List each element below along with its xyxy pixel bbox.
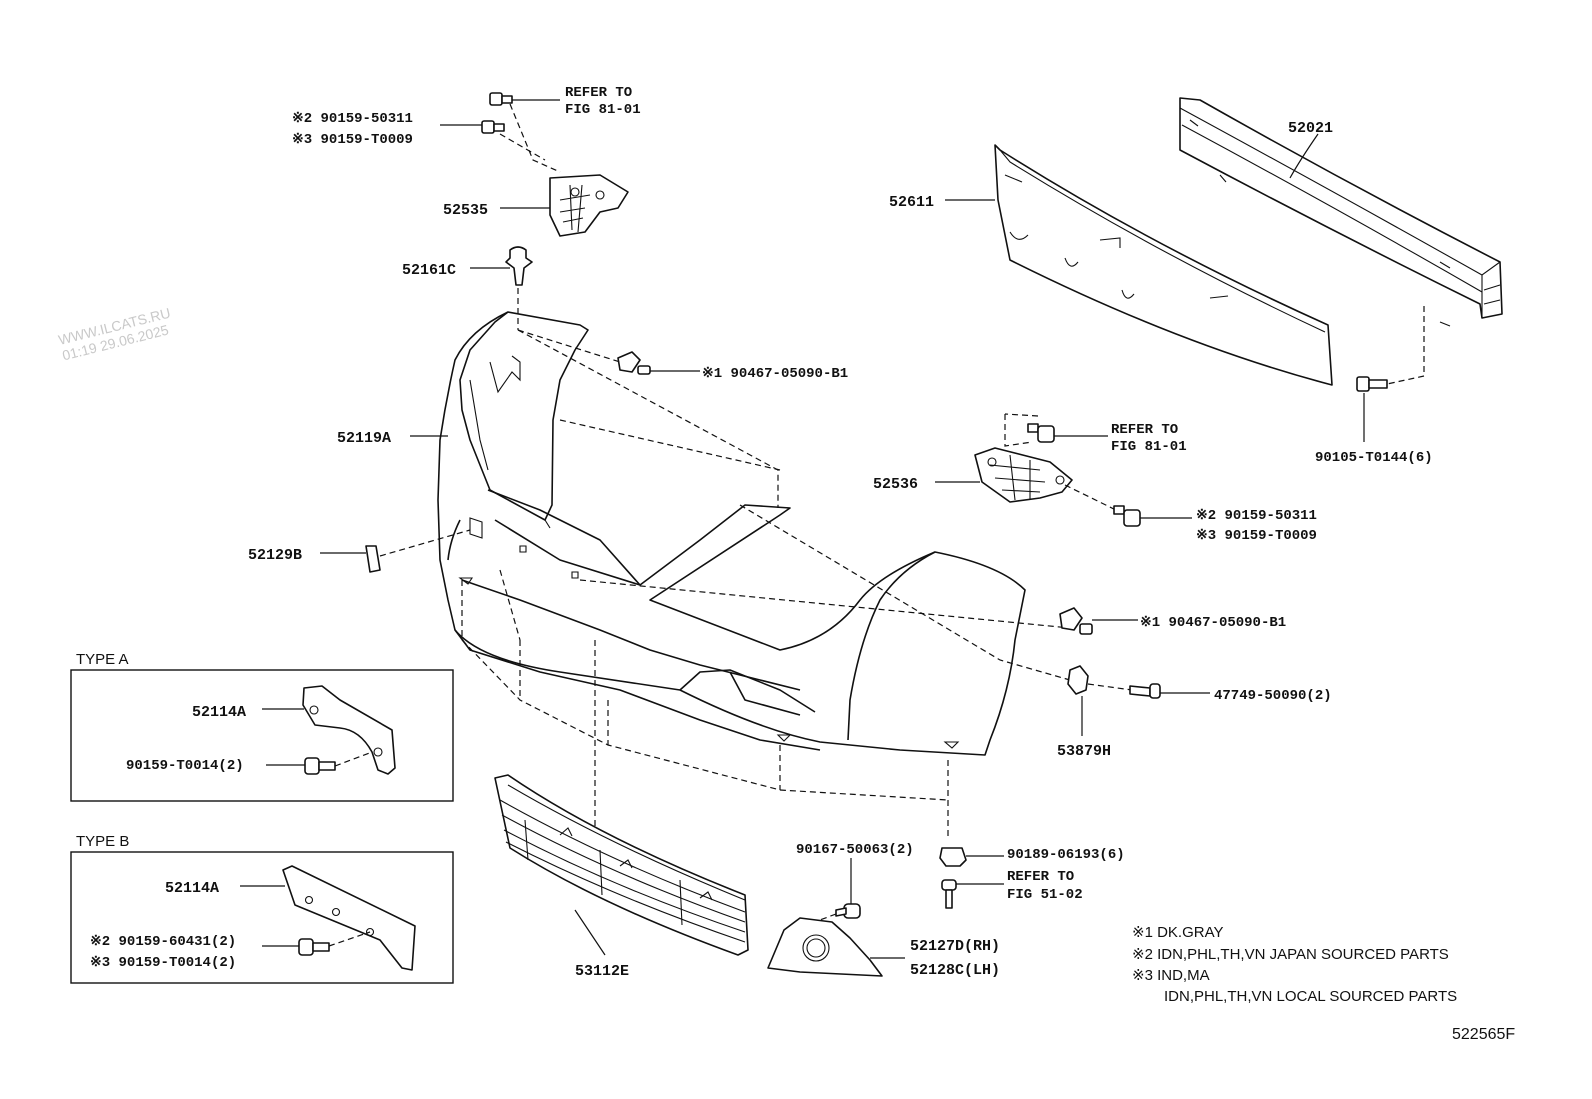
refer-mid-line2: FIG 81-01 bbox=[1111, 439, 1187, 455]
cap-52129b[interactable] bbox=[365, 545, 381, 573]
retainer-53879h[interactable] bbox=[1067, 665, 1089, 695]
grille-53112e[interactable] bbox=[494, 774, 749, 956]
type-a-box: TYPE A 52114A 90159-T0014(2) bbox=[70, 651, 454, 802]
bracket-52535[interactable] bbox=[549, 174, 629, 237]
bolt-top-label-2: ※2 90159-50311 bbox=[292, 111, 413, 127]
figure-id: 522565F bbox=[1452, 1026, 1515, 1043]
bracket-52536[interactable] bbox=[974, 447, 1073, 503]
bolt-90105-icon[interactable] bbox=[1356, 376, 1388, 392]
type-b-bolt-label-2: ※2 90159-60431(2) bbox=[90, 934, 236, 950]
label-52129b: 52129B bbox=[248, 547, 302, 564]
label-52119a: 52119A bbox=[337, 430, 391, 447]
type-a-part-label: 52114A bbox=[192, 704, 246, 721]
label-53879h: 53879H bbox=[1057, 743, 1111, 760]
bolt-type-a-icon[interactable] bbox=[304, 757, 336, 775]
type-a-title: TYPE A bbox=[76, 651, 129, 668]
clip-90189-label: 90189-06193(6) bbox=[1007, 847, 1125, 863]
bolt-90105-label: 90105-T0144(6) bbox=[1315, 450, 1433, 466]
label-52127d: 52127D(RH) bbox=[910, 938, 1000, 955]
bumper-cover-52119a[interactable] bbox=[437, 311, 1026, 756]
reinforcement-52021[interactable] bbox=[1179, 97, 1503, 327]
screw-90167-label: 90167-50063(2) bbox=[796, 842, 914, 858]
notes: ※1 DK.GRAY ※2 IDN,PHL,TH,VN JAPAN SOURCE… bbox=[1132, 924, 1457, 1005]
type-a-bolt-label: 90159-T0014(2) bbox=[126, 758, 244, 774]
clip-90467-top-icon[interactable] bbox=[617, 351, 651, 375]
type-b-title: TYPE B bbox=[76, 833, 129, 850]
type-b-bolt-label-3: ※3 90159-T0014(2) bbox=[90, 955, 236, 971]
refer-top-line2: FIG 81-01 bbox=[565, 102, 641, 118]
type-b-box: TYPE B 52114A ※2 90159-60431(2) ※3 90159… bbox=[70, 833, 454, 984]
screw-90167-icon[interactable] bbox=[835, 903, 861, 919]
label-53112e: 53112E bbox=[575, 963, 629, 980]
note-3: ※3 IND,MA bbox=[1132, 967, 1210, 984]
label-52161c: 52161C bbox=[402, 262, 456, 279]
watermark: WWW.ILCATS.RU 01:19 29.06.2025 bbox=[57, 305, 172, 364]
bolt-type-b-icon[interactable] bbox=[298, 938, 330, 956]
note-4: IDN,PHL,TH,VN LOCAL SOURCED PARTS bbox=[1164, 988, 1457, 1005]
bolt-mid-label-3: ※3 90159-T0009 bbox=[1196, 528, 1317, 544]
refer-low-line2: FIG 51-02 bbox=[1007, 887, 1083, 903]
bolt-top-label-3: ※3 90159-T0009 bbox=[292, 132, 413, 148]
absorber-52611[interactable] bbox=[994, 144, 1333, 386]
bolt-90159-top-icon[interactable] bbox=[481, 120, 505, 134]
clip-52161c[interactable] bbox=[505, 246, 533, 286]
label-52536: 52536 bbox=[873, 476, 918, 493]
bracket-52114a-type-a[interactable] bbox=[302, 685, 396, 775]
label-52535: 52535 bbox=[443, 202, 488, 219]
screw-refer-low-icon[interactable] bbox=[941, 879, 957, 909]
clip-90467-right-icon[interactable] bbox=[1059, 607, 1093, 635]
refer-mid-line1: REFER TO bbox=[1111, 422, 1178, 438]
clip-right-label: ※1 90467-05090-B1 bbox=[1140, 615, 1286, 631]
label-52128c: 52128C(LH) bbox=[910, 962, 1000, 979]
bolt-90159-mid-icon[interactable] bbox=[1113, 505, 1141, 527]
label-52021: 52021 bbox=[1288, 120, 1333, 137]
bolt-refer-mid-icon[interactable] bbox=[1027, 423, 1055, 443]
bolt-refer-top-icon[interactable] bbox=[489, 92, 513, 106]
bolt-mid-label-2: ※2 90159-50311 bbox=[1196, 508, 1317, 524]
clip-top-label: ※1 90467-05090-B1 bbox=[702, 366, 848, 382]
type-b-part-label: 52114A bbox=[165, 880, 219, 897]
clip-90189-icon[interactable] bbox=[939, 847, 967, 867]
note-1: ※1 DK.GRAY bbox=[1132, 924, 1223, 941]
refer-top-line1: REFER TO bbox=[565, 85, 632, 101]
fog-cover-52127d-52128c[interactable] bbox=[767, 917, 883, 977]
label-52611: 52611 bbox=[889, 194, 934, 211]
bracket-52114a-type-b[interactable] bbox=[282, 865, 416, 971]
screw-47749-icon[interactable] bbox=[1129, 683, 1161, 699]
screw-47749-label: 47749-50090(2) bbox=[1214, 688, 1332, 704]
note-2: ※2 IDN,PHL,TH,VN JAPAN SOURCED PARTS bbox=[1132, 946, 1449, 963]
refer-low-line1: REFER TO bbox=[1007, 869, 1074, 885]
